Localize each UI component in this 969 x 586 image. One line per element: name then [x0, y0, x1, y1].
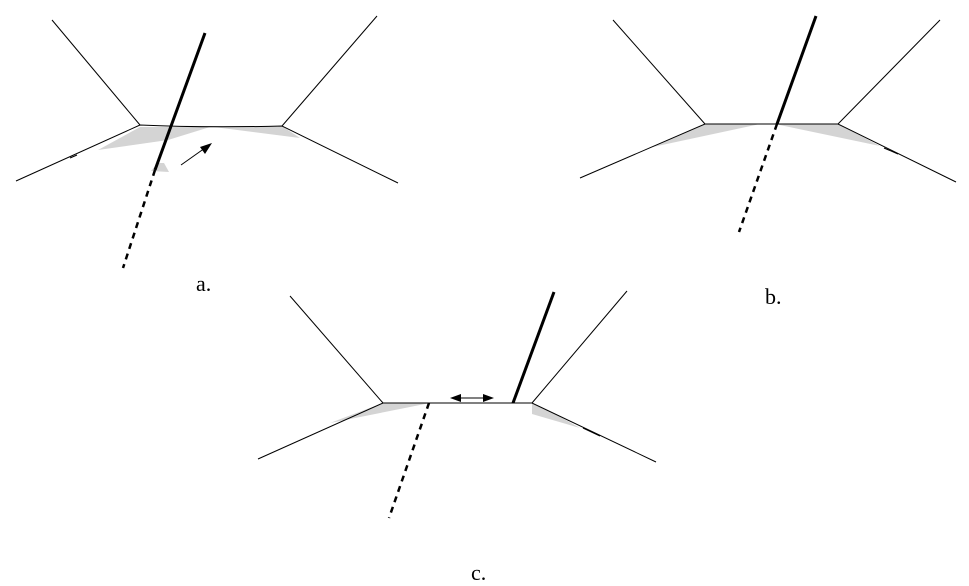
panel-b: b.: [579, 15, 957, 309]
panel-a: a.: [15, 15, 399, 296]
panel-a-shade-left: [98, 127, 210, 150]
panel-b-label: b.: [765, 284, 782, 309]
panel-a-motion-arrow: [180, 143, 212, 166]
panel-c-shade-left: [330, 403, 430, 423]
panel-b-shade-left: [648, 124, 760, 148]
panel-b-tick: [883, 147, 899, 155]
panel-c-surface: [257, 290, 657, 463]
panel-a-cutting-line: [153, 32, 207, 171]
panel-c-cutting-line-dashed: [387, 402, 431, 519]
panel-c: c.: [257, 290, 657, 585]
panel-a-arrowhead: [200, 143, 212, 154]
panel-c-tick: [582, 427, 601, 437]
panel-c-right-arm: [531, 290, 628, 404]
panel-a-label: a.: [196, 271, 211, 296]
panel-b-shade-right: [775, 124, 880, 146]
panel-a-base: [15, 124, 399, 184]
panel-b-right-arm: [837, 19, 941, 125]
panel-a-surface: [15, 15, 399, 184]
panel-b-cutting-line-dashed: [737, 123, 779, 233]
panel-b-shading: [648, 124, 880, 148]
panel-b-cutting-line: [775, 15, 818, 125]
panel-c-cutting-line: [511, 291, 556, 404]
panel-c-base: [257, 402, 657, 463]
panel-a-cutting-line-dashed: [121, 169, 157, 269]
panel-b-base: [579, 123, 957, 183]
panel-b-left-arm: [612, 19, 706, 125]
panel-c-arrowhead-left: [450, 394, 461, 402]
panel-c-shading: [330, 403, 580, 428]
panel-a-shade-right: [206, 126, 300, 138]
panel-c-double-arrow: [450, 394, 494, 402]
panel-a-left-arm: [51, 19, 141, 126]
panel-a-tick: [69, 154, 78, 159]
panel-b-surface: [579, 19, 957, 183]
panel-a-right-arm: [281, 15, 378, 127]
panel-c-label: c.: [471, 560, 486, 585]
panel-a-shading: [98, 126, 300, 172]
panel-c-left-arm: [289, 295, 384, 404]
panel-c-arrowhead-right: [483, 394, 494, 402]
